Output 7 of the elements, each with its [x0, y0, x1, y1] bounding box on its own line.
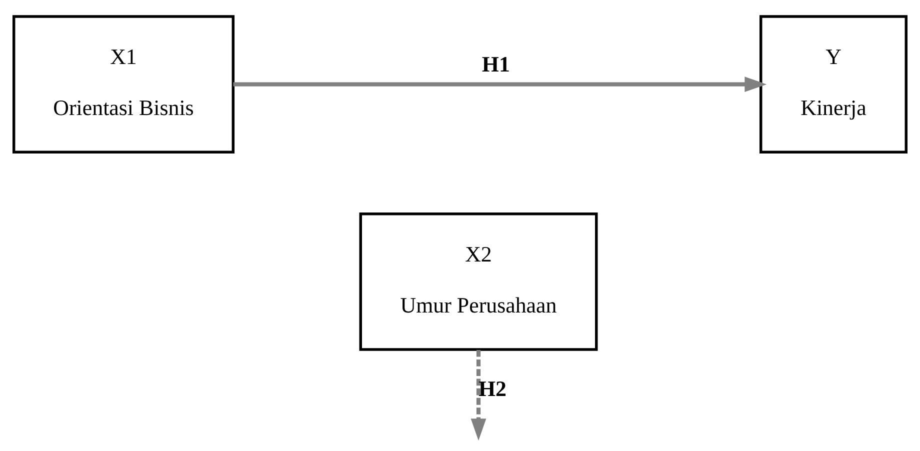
edge-label: H1 — [482, 51, 510, 76]
node-box: Y Kinerja — [759, 14, 908, 154]
node-box: X1 Orientasi Bisnis — [12, 14, 235, 154]
arrow — [470, 349, 486, 440]
arrow — [233, 76, 767, 92]
node-box: X2 Umur Perusahaan — [359, 212, 598, 350]
edge-label: H2 — [478, 375, 507, 400]
